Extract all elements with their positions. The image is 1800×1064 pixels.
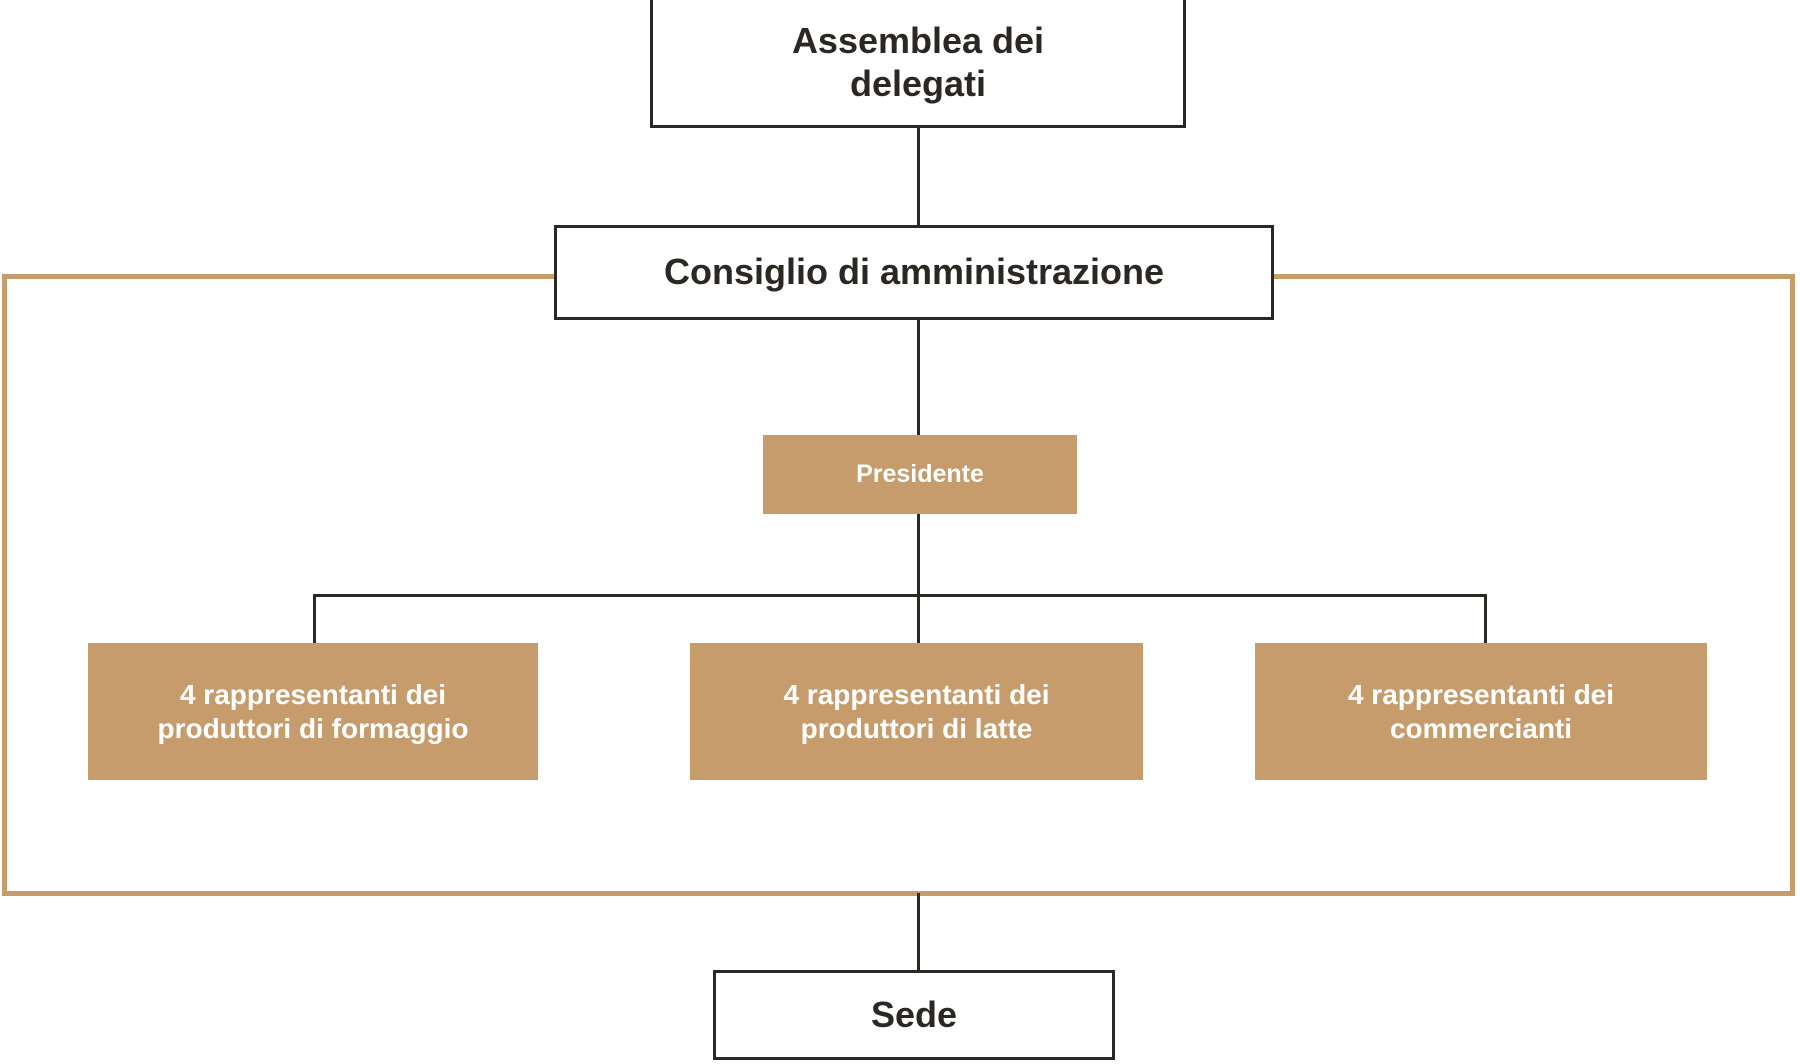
group-boundary-consiglio (2, 274, 1795, 896)
node-consiglio-di-amministrazione[interactable]: Consiglio di amministrazione (554, 225, 1274, 320)
node-assemblea-label-line-2: delegati (849, 62, 987, 104)
node-rep-latte-label-line-1: 4 rappresentanti dei (783, 679, 1050, 711)
node-assemblea-label-line-1: Assemblea dei (791, 20, 1045, 62)
node-rep-latte-label: 4 rappresentanti dei produttori di latte (783, 678, 1049, 744)
node-rep-commercianti-label: 4 rappresentanti dei commercianti (1348, 678, 1614, 744)
node-rappresentanti-produttori-formaggio[interactable]: 4 rappresentanti dei produttori di forma… (88, 643, 538, 780)
node-consiglio-label: Consiglio di amministrazione (663, 251, 1165, 293)
node-rep-commercianti-label-line-2: commercianti (1389, 712, 1573, 744)
connector-horizontal-bus (313, 594, 1487, 597)
node-assemblea-label: Assemblea dei delegati (792, 20, 1044, 105)
connector-presidente-to-bus (917, 512, 920, 597)
node-rappresentanti-commercianti[interactable]: 4 rappresentanti dei commercianti (1255, 643, 1707, 780)
connector-bus-to-rep-commercianti (1484, 594, 1487, 646)
node-sede-label: Sede (870, 993, 958, 1035)
connector-consiglio-to-presidente (917, 318, 920, 438)
connector-bus-to-rep-latte (917, 594, 920, 646)
node-rep-formaggio-label: 4 rappresentanti dei produttori di forma… (157, 678, 468, 744)
node-presidente-label: Presidente (856, 459, 984, 488)
node-rep-commercianti-label-line-1: 4 rappresentanti dei (1347, 679, 1615, 711)
connector-group-to-sede (917, 893, 920, 973)
connector-bus-to-rep-formaggio (313, 594, 316, 646)
node-rappresentanti-produttori-latte[interactable]: 4 rappresentanti dei produttori di latte (690, 643, 1143, 780)
node-presidente[interactable]: Presidente (763, 435, 1077, 514)
node-sede[interactable]: Sede (713, 970, 1115, 1060)
node-rep-formaggio-label-line-2: produttori di formaggio (157, 712, 469, 744)
connector-assemblea-to-consiglio (917, 128, 920, 228)
node-rep-latte-label-line-2: produttori di latte (800, 712, 1033, 744)
node-rep-formaggio-label-line-1: 4 rappresentanti dei (179, 679, 447, 711)
node-assemblea-dei-delegati[interactable]: Assemblea dei delegati (650, 0, 1186, 128)
